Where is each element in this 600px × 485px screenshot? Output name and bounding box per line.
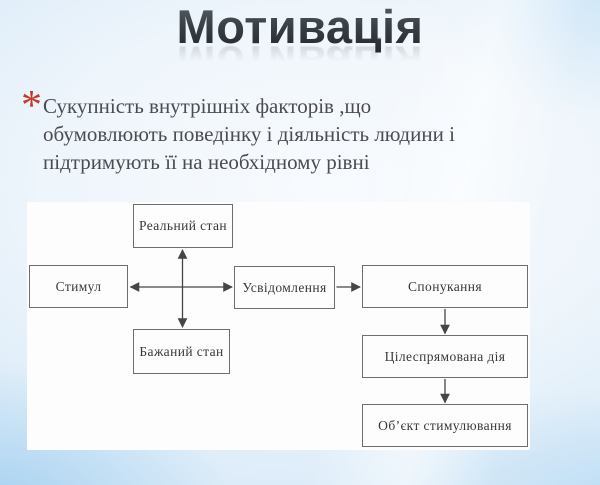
diagram-panel: Реальний стан Стимул Усвідомлення Спонук… bbox=[27, 202, 530, 450]
diagram-node-label: Усвідомлення bbox=[242, 279, 327, 295]
page-title: Мотивація bbox=[176, 0, 424, 53]
diagram-node-real-state: Реальний стан bbox=[133, 204, 233, 248]
diagram-node-label: Бажаний стан bbox=[139, 343, 224, 359]
bullet-text-line: Сукупність внутрішніх факторів ,що bbox=[43, 94, 372, 118]
title-block: Мотивація Мотивація bbox=[0, 0, 600, 90]
diagram-node-label: Спонукання bbox=[408, 278, 482, 294]
diagram-node-desired-state: Бажаний стан bbox=[133, 329, 230, 374]
bullet-text-line: обумовлюють поведінку і діяльність людин… bbox=[43, 122, 455, 146]
diagram-node-awareness: Усвідомлення bbox=[234, 266, 335, 309]
diagram-node-label: Об’єкт стимулювання bbox=[378, 417, 512, 433]
bullet-text: Сукупність внутрішніх факторів ,що обумо… bbox=[43, 88, 455, 176]
diagram-node-inducement: Спонукання bbox=[362, 265, 528, 308]
diagram-node-stimulation-object: Об’єкт стимулювання bbox=[362, 404, 528, 447]
bullet-text-line: підтримують її на необхідному рівні bbox=[43, 150, 370, 174]
diagram-node-label: Стимул bbox=[55, 278, 102, 294]
diagram-node-label: Цілеспрямована дія bbox=[384, 348, 506, 364]
diagram-node-stimulus: Стимул bbox=[29, 265, 128, 308]
bullet-asterisk: * bbox=[21, 83, 42, 129]
diagram-node-label: Реальний стан bbox=[138, 218, 227, 233]
diagram-node-purposeful-action: Цілеспрямована дія bbox=[362, 335, 528, 378]
bullet-block: * Сукупність внутрішніх факторів ,що обу… bbox=[21, 83, 501, 176]
